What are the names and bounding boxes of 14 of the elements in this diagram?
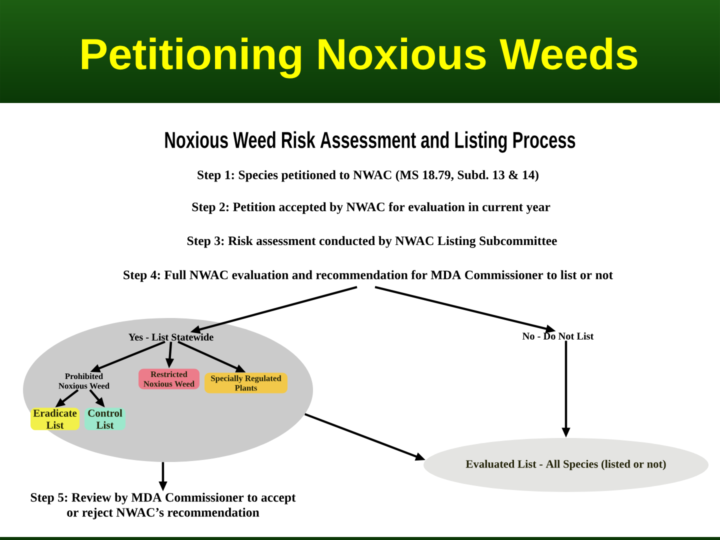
category-box: Eradicate List	[30, 408, 80, 430]
step-text: Step 4: Full NWAC evaluation and recommendation for MDA Commissioner to list or not	[124, 270, 613, 282]
decision-label: No - Do Not List	[522, 332, 594, 340]
category-box: Restricted Noxious Weed	[138, 368, 200, 390]
step-text: Step 1: Species petitioned to NWAC (MS 18.79, Subd. 13 & 14)	[198, 170, 538, 182]
decision-label: Yes - List Statewide	[128, 333, 214, 341]
step-text: Step 2: Petition accepted by NWAC for evaluation in current year	[192, 202, 550, 214]
category-box: Specially Regulated Plants	[204, 372, 288, 394]
category-box: Control List	[84, 408, 126, 430]
category-label: Prohibited Noxious Weed	[58, 373, 110, 389]
diagram-heading: Noxious Weed Risk Assessment and Listing Process	[165, 131, 576, 153]
slide-title: Petitioning Noxious Weeds	[82, 38, 638, 78]
step-text: Step 5: Review by MDA Commissioner to accept or reject NWAC’s recommendation	[30, 492, 296, 520]
step-text: Step 3: Risk assessment conducted by NWAC Listing Subcommittee	[187, 236, 557, 248]
